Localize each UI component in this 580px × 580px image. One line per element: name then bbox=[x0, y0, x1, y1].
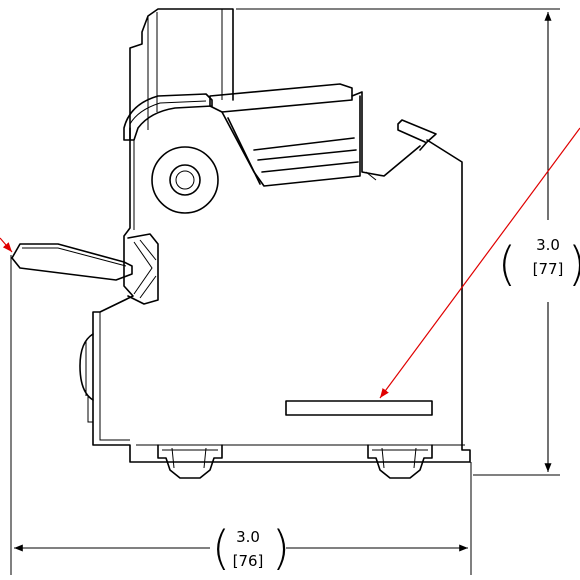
label-plate bbox=[285, 400, 433, 416]
height-dimension-inches: 3.0 bbox=[536, 236, 560, 254]
leader-to-input-tray bbox=[0, 237, 13, 253]
width-dimension-inches: 3.0 bbox=[236, 528, 260, 546]
leader-lines bbox=[0, 127, 580, 399]
upper-tray bbox=[209, 83, 421, 187]
width-dimension: ( ) 3.0 [76] bbox=[14, 521, 468, 575]
height-paren-left: ( bbox=[498, 237, 516, 291]
top-cover bbox=[123, 93, 213, 141]
leader-to-label bbox=[379, 127, 580, 399]
foot-left bbox=[157, 444, 223, 479]
foot-right bbox=[367, 444, 433, 479]
input-tray bbox=[11, 243, 133, 281]
output-flap bbox=[397, 119, 437, 151]
height-paren-right: ) bbox=[568, 237, 580, 291]
rear-post bbox=[129, 8, 234, 141]
width-dimension-mm: [76] bbox=[233, 552, 264, 570]
width-paren-right: ) bbox=[272, 521, 290, 575]
height-dimension-mm: [77] bbox=[533, 260, 564, 278]
feed-block bbox=[127, 233, 159, 305]
height-dimension: ( ) 3.0 [77] bbox=[498, 12, 580, 472]
side-knob bbox=[79, 333, 94, 401]
roller bbox=[151, 146, 219, 214]
width-paren-left: ( bbox=[212, 521, 230, 575]
device-side-view bbox=[11, 8, 471, 479]
main-body bbox=[92, 127, 471, 463]
extension-lines bbox=[10, 8, 560, 575]
